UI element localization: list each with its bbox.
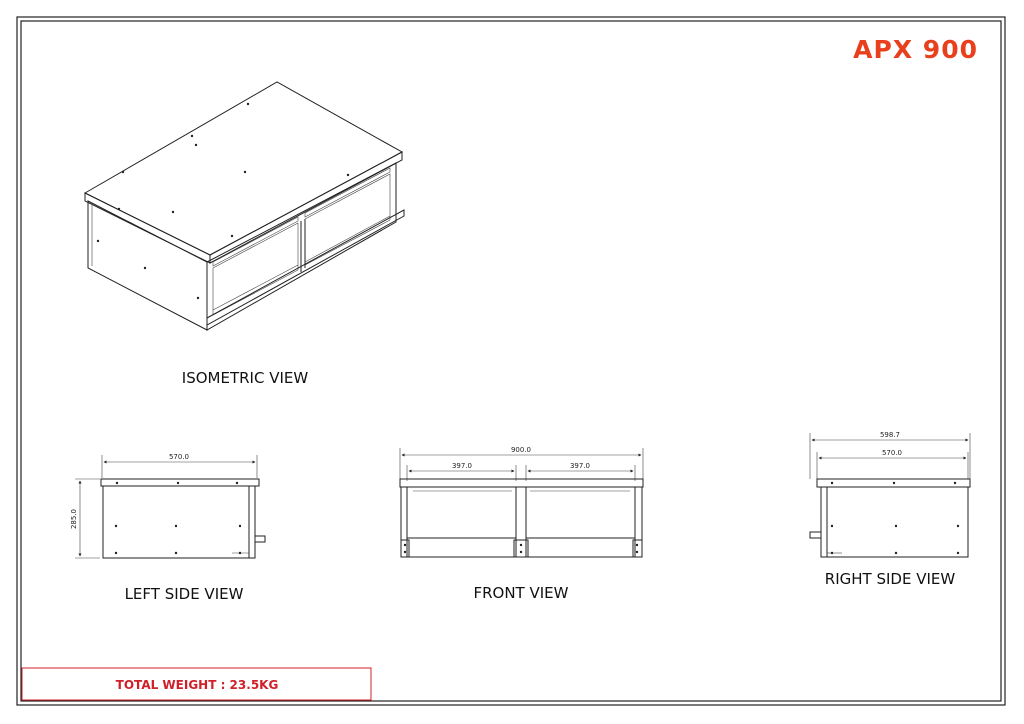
front-total-dim: 900.0 — [511, 446, 531, 454]
total-weight-text: TOTAL WEIGHT : 23.5KG — [116, 678, 279, 692]
right-side-view: 598.7 570.0 — [809, 431, 971, 558]
front-view-label: FRONT VIEW — [473, 584, 568, 602]
inner-border — [20, 20, 1002, 702]
weight-box — [21, 667, 372, 701]
isometric-view-label: ISOMETRIC VIEW — [182, 369, 309, 387]
left-height-dim: 285.0 — [70, 509, 78, 529]
right-side-view-label: RIGHT SIDE VIEW — [825, 570, 956, 588]
front-view: 900.0 397.0 397.0 — [399, 446, 644, 558]
left-side-view: 570.0 285.0 — [70, 453, 266, 559]
left-width-dim: 570.0 — [169, 453, 189, 461]
isometric-view — [83, 81, 405, 331]
outer-border — [16, 16, 1006, 706]
front-left-dim: 397.0 — [452, 462, 472, 470]
left-side-view-label: LEFT SIDE VIEW — [125, 585, 244, 603]
right-outer-dim: 598.7 — [880, 431, 900, 439]
front-right-dim: 397.0 — [570, 462, 590, 470]
brand-title: APX 900 — [853, 35, 978, 64]
right-inner-dim: 570.0 — [882, 449, 902, 457]
